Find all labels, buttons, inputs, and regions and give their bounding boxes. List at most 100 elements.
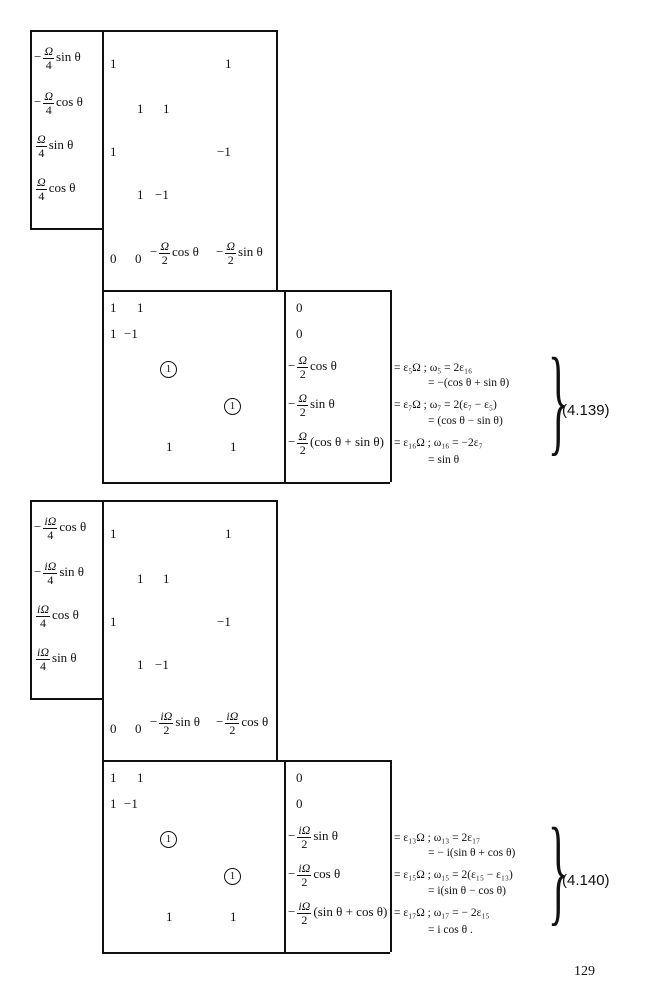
denominator: 4 bbox=[38, 188, 45, 203]
matrix-entry: 1 bbox=[110, 614, 117, 629]
rule-line bbox=[30, 500, 276, 502]
mid-entry: 0 bbox=[135, 721, 142, 736]
denominator: 2 bbox=[301, 912, 308, 927]
sign: − bbox=[34, 94, 42, 110]
sign: − bbox=[288, 358, 296, 374]
matrix-entry: 1 bbox=[110, 144, 117, 159]
rule-line bbox=[102, 30, 104, 482]
numerator: iΩ bbox=[36, 602, 51, 617]
matrix-entry: 1 bbox=[137, 101, 144, 116]
matrix-entry: −1 bbox=[217, 144, 231, 159]
function: sin θ bbox=[175, 714, 201, 730]
denominator: 4 bbox=[45, 102, 52, 117]
circled-one: 1 bbox=[224, 398, 241, 415]
numerator: Ω bbox=[36, 175, 47, 190]
matrix-entry: 1 bbox=[137, 300, 144, 315]
denominator: 4 bbox=[45, 57, 52, 72]
denominator: 4 bbox=[38, 145, 45, 160]
function: cos θ bbox=[313, 866, 341, 882]
side-equation: = ε₁₇Ω ; ω₁₇ = − 2ε₁₅ bbox=[394, 907, 490, 919]
rule-line bbox=[284, 290, 286, 482]
numerator: Ω bbox=[225, 239, 237, 254]
numerator: Ω bbox=[36, 132, 47, 147]
denominator: 2 bbox=[301, 874, 308, 889]
matrix-entry: 1 bbox=[137, 571, 144, 586]
numerator: iΩ bbox=[159, 709, 174, 724]
matrix-entry: 1 bbox=[163, 101, 170, 116]
denominator: 2 bbox=[299, 404, 306, 419]
sign: − bbox=[288, 904, 296, 920]
side-equation: = ε₁₅Ω ; ω₁₅ = 2(ε₁₅ − ε₁₃) bbox=[394, 869, 513, 881]
denominator: 4 bbox=[40, 615, 46, 630]
mid-entry: 0 bbox=[110, 721, 117, 736]
rule-line bbox=[102, 500, 104, 952]
denominator: 2 bbox=[229, 722, 236, 737]
mid-entry: 0 bbox=[110, 251, 117, 266]
sign: − bbox=[150, 244, 158, 260]
rule-line bbox=[102, 760, 390, 762]
numerator: Ω bbox=[297, 353, 309, 368]
sign: − bbox=[288, 828, 296, 844]
function: sin θ bbox=[48, 137, 74, 153]
side-equation: = −(cos θ + sin θ) bbox=[428, 377, 510, 389]
sign: − bbox=[288, 434, 296, 450]
rule-line bbox=[30, 500, 32, 698]
circled-entry: 1 bbox=[224, 868, 241, 885]
side-equation: = − i(sin θ + cos θ) bbox=[428, 847, 516, 859]
matrix-entry: 1 bbox=[110, 326, 117, 341]
denominator: 2 bbox=[299, 366, 306, 381]
side-equation: = ε₇Ω ; ω₇ = 2(ε₇ − ε₅) bbox=[394, 399, 497, 411]
rule-line bbox=[276, 500, 278, 760]
right-brace: } bbox=[548, 803, 569, 936]
circled-one: 1 bbox=[160, 361, 177, 378]
numerator: Ω bbox=[297, 429, 309, 444]
rule-line bbox=[30, 30, 276, 32]
function: cos θ bbox=[241, 714, 269, 730]
numerator: iΩ bbox=[225, 709, 240, 724]
matrix-entry: 1 bbox=[230, 439, 237, 454]
function: cos θ bbox=[48, 180, 76, 196]
rule-line bbox=[276, 30, 278, 290]
matrix-entry: 1 bbox=[230, 909, 237, 924]
matrix-entry: −1 bbox=[155, 657, 169, 672]
rule-line bbox=[30, 228, 102, 230]
matrix-entry: 1 bbox=[225, 526, 232, 541]
sign: − bbox=[150, 714, 158, 730]
sign: − bbox=[34, 564, 42, 580]
denominator: 2 bbox=[163, 722, 170, 737]
side-equation: = i cos θ . bbox=[428, 924, 473, 936]
circled-entry: 1 bbox=[160, 361, 177, 378]
circled-entry: 1 bbox=[224, 398, 241, 415]
rule-line bbox=[284, 760, 286, 952]
denominator: 2 bbox=[161, 252, 168, 267]
denominator: 2 bbox=[299, 442, 306, 457]
rule-line bbox=[30, 698, 102, 700]
matrix-entry: 1 bbox=[163, 571, 170, 586]
function: cos θ bbox=[172, 244, 199, 260]
function: sin θ bbox=[52, 650, 77, 666]
matrix-entry: −1 bbox=[124, 326, 138, 341]
matrix-entry: 1 bbox=[110, 56, 117, 71]
rule-line bbox=[390, 760, 392, 952]
